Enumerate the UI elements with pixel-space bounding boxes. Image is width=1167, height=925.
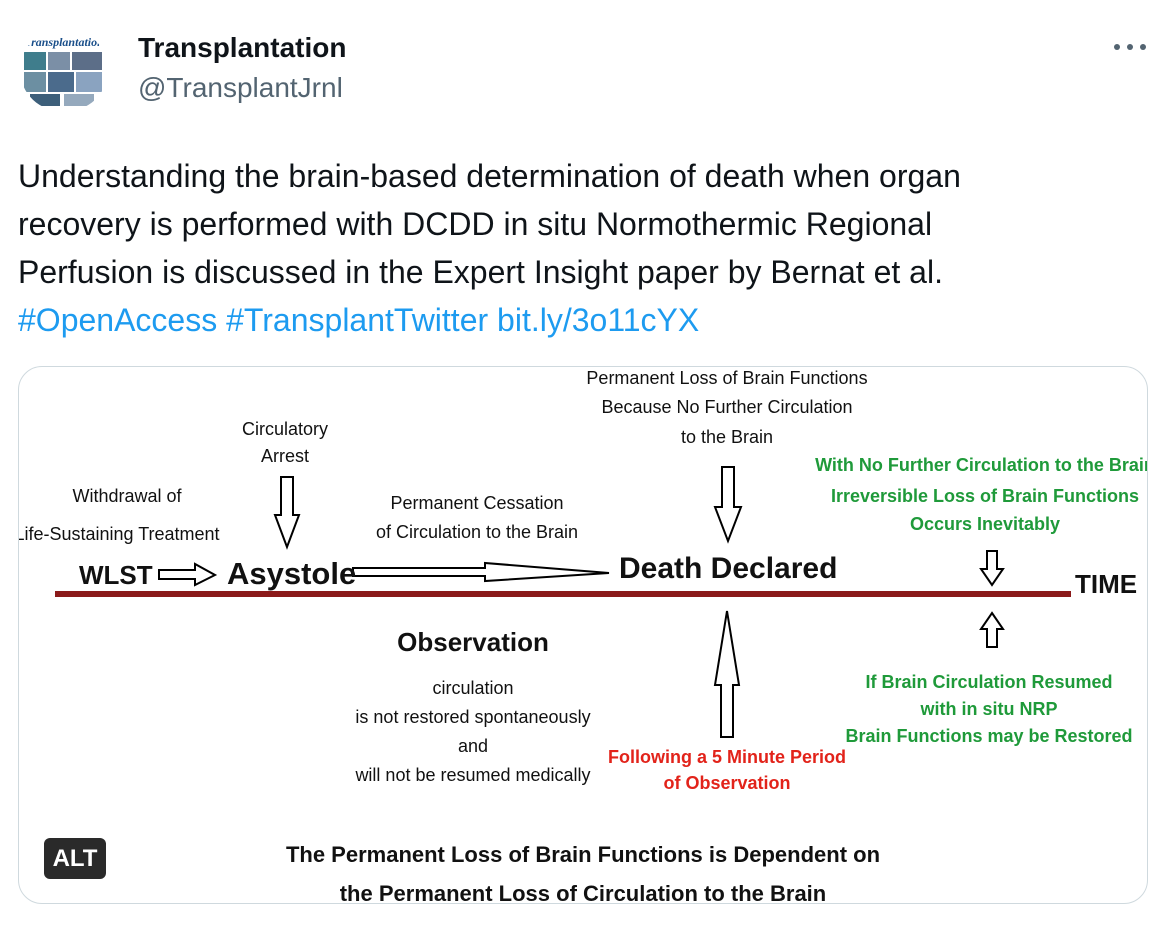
journal-cover-icon: Transplantation xyxy=(20,28,108,112)
up-arrow-icon xyxy=(713,610,741,738)
asystole-label: Asystole xyxy=(227,556,356,591)
diagram-green-label: Occurs Inevitably xyxy=(910,514,1060,534)
diagram-green-label: With No Further Circulation to the Brain xyxy=(815,455,1147,475)
footer-label: The Permanent Loss of Brain Functions is… xyxy=(286,842,880,867)
tweet-text: Understanding the brain-based determinat… xyxy=(18,152,1128,344)
diagram-red-label: Following a 5 Minute Period xyxy=(608,747,846,767)
diagram-label: of Circulation to the Brain xyxy=(376,522,578,542)
diagram-red-label: of Observation xyxy=(663,773,790,793)
diagram-label: Arrest xyxy=(261,446,309,466)
diagram-green-label: with in situ NRP xyxy=(920,699,1058,719)
diagram-label: Withdrawal of xyxy=(72,486,182,506)
down-arrow-icon xyxy=(713,466,743,544)
diagram-green-label: If Brain Circulation Resumed xyxy=(865,672,1112,692)
tweet-line: Understanding the brain-based determinat… xyxy=(18,158,961,194)
avatar[interactable]: Transplantation xyxy=(20,28,108,112)
diagram-green-label: Brain Functions may be Restored xyxy=(845,726,1132,746)
diagram-label: is not restored spontaneously xyxy=(355,707,590,727)
diagram-label: will not be resumed medically xyxy=(354,765,590,785)
right-arrow-icon xyxy=(352,561,610,583)
down-arrow-icon xyxy=(979,550,1005,587)
observation-label: Observation xyxy=(397,627,549,657)
up-arrow-icon xyxy=(979,611,1005,648)
time-label: TIME xyxy=(1075,569,1137,599)
wlst-label: WLST xyxy=(79,560,153,590)
more-options-icon[interactable] xyxy=(1110,32,1150,62)
tweet-line: recovery is performed with DCDD in situ … xyxy=(18,206,933,242)
diagram-label: Permanent Cessation xyxy=(390,493,563,513)
avatar-title: Transplantation xyxy=(24,35,104,49)
death-declared-label: Death Declared xyxy=(619,552,837,585)
death-determination-diagram: Permanent Loss of Brain Functions Becaus… xyxy=(19,368,1147,903)
tweet-links-line: #OpenAccess #TransplantTwitter bit.ly/3o… xyxy=(18,296,1128,344)
tweet-line: Perfusion is discussed in the Expert Ins… xyxy=(18,254,943,290)
account-name[interactable]: Transplantation xyxy=(138,32,347,63)
right-arrow-icon xyxy=(158,562,218,587)
diagram-green-label: Irreversible Loss of Brain Functions xyxy=(831,486,1139,506)
footer-label: the Permanent Loss of Circulation to the… xyxy=(340,881,827,903)
hashtag-link[interactable]: #TransplantTwitter xyxy=(226,302,489,338)
diagram-label: Permanent Loss of Brain Functions xyxy=(586,368,867,388)
hashtag-link[interactable]: #OpenAccess xyxy=(18,302,218,338)
diagram-label: Circulatory xyxy=(242,419,328,439)
down-arrow-icon xyxy=(273,476,301,550)
diagram-label: to the Brain xyxy=(681,427,773,447)
diagram-label: Because No Further Circulation xyxy=(601,397,852,417)
diagram-label: and xyxy=(458,736,488,756)
short-url-link[interactable]: bit.ly/3o11cYX xyxy=(497,302,700,338)
account-handle[interactable]: @TransplantJrnl xyxy=(138,72,343,103)
alt-text-button[interactable]: ALT xyxy=(44,838,106,879)
diagram-label: circulation xyxy=(432,678,513,698)
media-image[interactable]: Permanent Loss of Brain Functions Becaus… xyxy=(18,366,1148,904)
diagram-label: Life-Sustaining Treatment xyxy=(19,524,220,544)
